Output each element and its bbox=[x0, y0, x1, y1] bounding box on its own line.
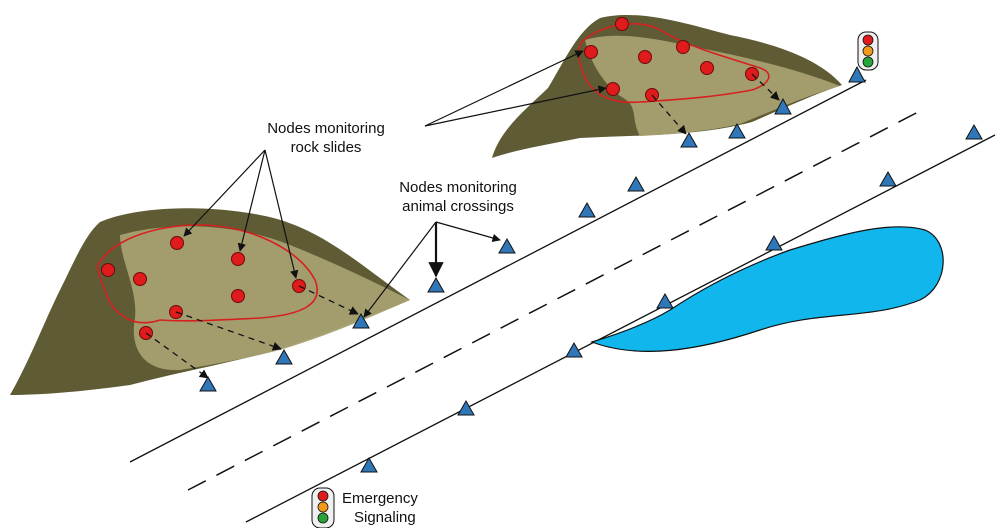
rock-slide-arrow bbox=[424, 85, 607, 127]
rock-lower-light bbox=[120, 226, 410, 371]
legend-light-red bbox=[317, 490, 329, 502]
roadside-node bbox=[848, 65, 866, 83]
legend-light-amber bbox=[317, 501, 329, 513]
animal-crossing-arrow bbox=[435, 221, 501, 242]
rock-slide-arrow bbox=[237, 149, 266, 252]
rock-slide-arrow bbox=[183, 149, 266, 237]
sensor-node bbox=[676, 40, 690, 54]
legend-traffic-light-icon bbox=[311, 487, 335, 528]
traffic-light-amber bbox=[862, 45, 874, 57]
sensor-links bbox=[145, 73, 780, 379]
rock-slide-arrow bbox=[264, 149, 299, 279]
animal-crossings-label: Nodes monitoring animal crossings bbox=[399, 179, 517, 215]
roadside-node bbox=[765, 234, 783, 251]
roadside-node bbox=[352, 312, 370, 329]
roadside-node bbox=[199, 375, 217, 392]
road-edge-bottom bbox=[245, 134, 996, 523]
annotation-arrows bbox=[183, 50, 607, 318]
rock-slide-arrow bbox=[424, 50, 584, 127]
roadside-node bbox=[656, 292, 674, 309]
road-edge-top bbox=[129, 79, 867, 463]
roadside-node bbox=[774, 97, 792, 115]
sensor-node bbox=[638, 50, 652, 64]
sensor-node bbox=[133, 272, 147, 286]
road-center-dashed bbox=[187, 109, 923, 491]
rock-slide-boundary-upper bbox=[578, 23, 770, 104]
rock-outcrop-upper bbox=[492, 14, 842, 158]
dashed-link bbox=[145, 332, 209, 379]
roadside-node bbox=[627, 175, 645, 192]
roadside-node bbox=[427, 276, 445, 293]
upper-sensor-nodes bbox=[584, 17, 759, 102]
roadside-node bbox=[879, 170, 897, 187]
legend-label: Emergency Signaling bbox=[342, 490, 418, 526]
roadside-node bbox=[965, 123, 983, 140]
traffic-light-icon bbox=[857, 31, 879, 71]
sensor-node bbox=[615, 17, 629, 31]
roadside-node bbox=[728, 122, 746, 139]
animal-crossings-label-line2: animal crossings bbox=[402, 198, 514, 215]
roadside-node bbox=[565, 341, 583, 358]
roadside-node bbox=[275, 348, 293, 365]
lake bbox=[590, 226, 944, 352]
rock-slides-label-line2: rock slides bbox=[291, 139, 362, 156]
animal-crossing-arrow bbox=[363, 221, 437, 318]
sensor-node bbox=[170, 236, 184, 250]
sensor-node bbox=[606, 82, 620, 96]
roadside-node bbox=[360, 456, 378, 473]
roadside-node bbox=[578, 201, 596, 218]
traffic-light-green bbox=[862, 56, 874, 68]
sensor-node bbox=[700, 61, 714, 75]
rock-slides-label: Nodes monitoring rock slides bbox=[267, 120, 385, 156]
sensor-node bbox=[101, 263, 115, 277]
roadside-node bbox=[680, 131, 698, 148]
animal-crossings-label-line1: Nodes monitoring bbox=[399, 179, 517, 196]
rock-outcrop-lower bbox=[10, 208, 410, 395]
legend-label-line1: Emergency bbox=[342, 490, 418, 507]
dashed-link bbox=[175, 311, 282, 351]
legend-light-green bbox=[317, 512, 329, 524]
sensor-node bbox=[584, 45, 598, 59]
rock-slides-label-line1: Nodes monitoring bbox=[267, 120, 385, 137]
traffic-light-red bbox=[862, 34, 874, 46]
legend-label-line2: Signaling bbox=[354, 509, 416, 526]
rock-slide-boundary-lower bbox=[97, 224, 318, 324]
roadside-nodes bbox=[199, 65, 983, 473]
roadside-node bbox=[457, 399, 475, 416]
sensor-node bbox=[231, 289, 245, 303]
sensor-node bbox=[231, 252, 245, 266]
dashed-link bbox=[651, 94, 687, 135]
roadside-node bbox=[498, 237, 516, 254]
road bbox=[129, 79, 996, 523]
